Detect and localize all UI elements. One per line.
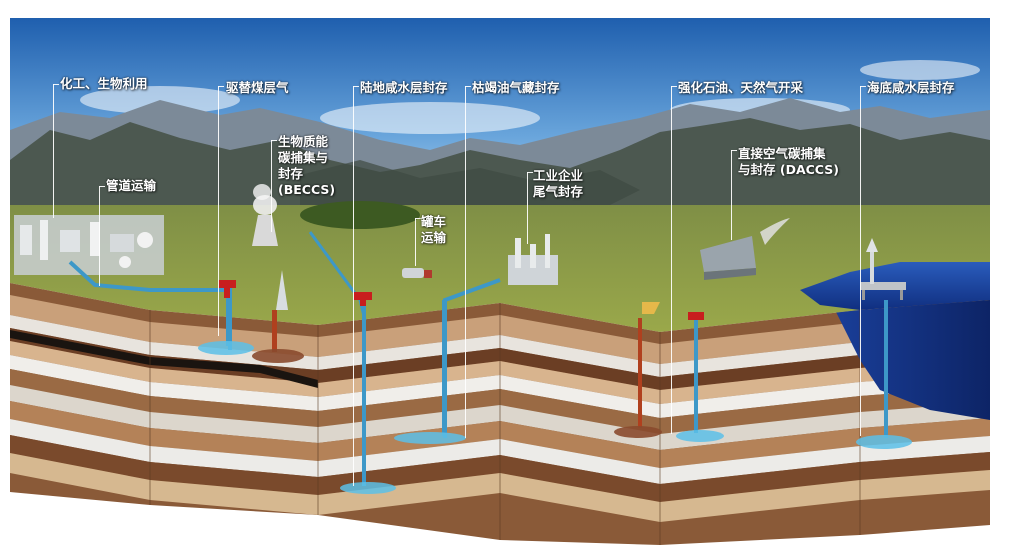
leader-depleted bbox=[465, 86, 466, 438]
label-land-saline: 陆地咸水层封存 bbox=[360, 80, 448, 95]
label-eor: 强化石油、天然气开采 bbox=[678, 80, 804, 95]
leader-land-saline bbox=[353, 86, 354, 486]
leader-chem-bio bbox=[53, 84, 54, 218]
label-depleted: 枯竭油气藏封存 bbox=[472, 80, 560, 95]
label-pipeline: 管道运输 bbox=[106, 178, 157, 193]
leader-daccs bbox=[731, 150, 732, 240]
leader-industrial bbox=[527, 172, 528, 244]
co2-storage-plumes bbox=[198, 341, 912, 494]
label-coalbed: 驱替煤层气 bbox=[226, 80, 289, 95]
label-seabed: 海底咸水层封存 bbox=[867, 80, 955, 95]
offshore-platform bbox=[860, 238, 906, 300]
label-tanker-line1: 罐车 bbox=[421, 214, 447, 229]
label-beccs: 生物质能 碳捕集与 封存 (BECCS) bbox=[278, 134, 335, 198]
label-beccs-line4: (BECCS) bbox=[278, 182, 336, 197]
leader-seabed bbox=[860, 86, 861, 436]
label-beccs-line2: 碳捕集与 bbox=[278, 150, 329, 165]
leader-beccs bbox=[271, 140, 272, 232]
industrial-facility bbox=[508, 234, 558, 285]
drilling-rig bbox=[276, 270, 288, 310]
label-beccs-line3: 封存 bbox=[278, 166, 304, 181]
forest bbox=[300, 201, 420, 229]
label-industrial-line1: 工业企业 bbox=[533, 168, 584, 183]
label-chem-bio: 化工、生物利用 bbox=[60, 76, 148, 91]
label-daccs-line2: 与封存 (DACCS) bbox=[738, 162, 839, 177]
label-beccs-line1: 生物质能 bbox=[278, 134, 329, 149]
label-industrial-line2: 尾气封存 bbox=[533, 184, 584, 199]
leader-eor bbox=[671, 86, 672, 434]
leader-coalbed bbox=[218, 86, 219, 336]
injection-wells bbox=[226, 296, 888, 486]
leader-pipeline bbox=[99, 186, 100, 286]
label-tanker-line2: 运输 bbox=[421, 230, 447, 245]
tanker-truck bbox=[402, 268, 432, 278]
leader-tanker bbox=[415, 218, 416, 266]
chemical-plant bbox=[14, 215, 164, 275]
dac-unit bbox=[700, 218, 790, 280]
wellheads bbox=[218, 280, 704, 320]
label-daccs: 直接空气碳捕集 与封存 (DACCS) bbox=[738, 146, 839, 178]
label-daccs-line1: 直接空气碳捕集 bbox=[738, 146, 826, 161]
label-industrial: 工业企业 尾气封存 bbox=[533, 168, 583, 200]
label-tanker: 罐车 运输 bbox=[421, 214, 446, 246]
